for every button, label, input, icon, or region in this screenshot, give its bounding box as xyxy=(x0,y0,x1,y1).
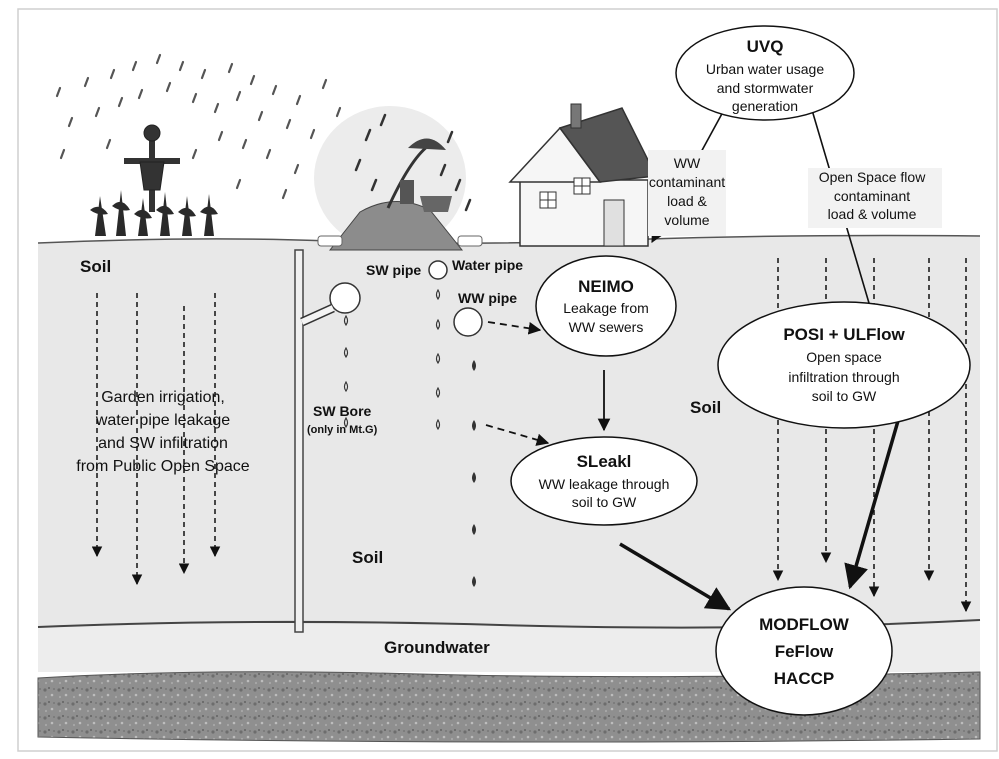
scarecrow-icon xyxy=(124,124,180,212)
sw-leak-drops xyxy=(343,314,349,429)
posi-desc-1: Open space xyxy=(806,349,882,365)
sleakl-title: SLeakl xyxy=(577,452,632,471)
open-flow-2: contaminant xyxy=(834,188,910,204)
ww-pipe-icon xyxy=(453,307,483,337)
infiltration-arrows-left xyxy=(91,293,221,586)
model-modflow: MODFLOW FeFlow HACCP xyxy=(715,586,893,716)
modflow-line-1: MODFLOW xyxy=(759,615,850,634)
neimo-desc-1: Leakage from xyxy=(563,300,649,316)
water-pipe-icon xyxy=(428,260,448,280)
arrow-drops-to-sleakl xyxy=(485,424,550,446)
water-leak-drops xyxy=(435,288,441,431)
neimo-title: NEIMO xyxy=(578,277,634,296)
open-flow-box xyxy=(808,168,942,228)
soil-label-right: Soil xyxy=(690,398,721,417)
open-flow-1: Open Space flow xyxy=(819,169,927,185)
ww-load-3: load & xyxy=(667,193,707,209)
groundwater-label: Groundwater xyxy=(384,638,490,657)
soil-label-left: Soil xyxy=(80,257,111,276)
garden-line-1: Garden irrigation, xyxy=(101,389,225,406)
ww-pipe-label: WW pipe xyxy=(458,290,517,306)
arrow-sleakl-to-modflow xyxy=(619,542,732,611)
model-posi: POSI + ULFlow Open space infiltration th… xyxy=(717,301,971,429)
open-flow-3: load & volume xyxy=(828,206,917,222)
sleakl-desc-1: WW leakage through xyxy=(539,476,670,492)
uvq-desc-1: Urban water usage xyxy=(706,61,825,77)
neimo-desc-2: WW sewers xyxy=(569,319,644,335)
arrow-ww-to-neimo xyxy=(487,321,542,335)
modflow-line-3: HACCP xyxy=(774,669,834,688)
posi-desc-2: infiltration through xyxy=(788,369,899,385)
arrow-posi-to-modflow xyxy=(844,413,902,590)
uvq-title: UVQ xyxy=(747,37,784,56)
garden-line-2: water pipe leakage xyxy=(95,412,230,429)
modflow-line-2: FeFlow xyxy=(775,642,834,661)
model-uvq: UVQ Urban water usage and stormwater gen… xyxy=(675,25,855,121)
sleakl-desc-2: soil to GW xyxy=(572,494,637,510)
ww-load-1: WW xyxy=(674,155,701,171)
sw-pipe-icon xyxy=(329,282,361,314)
ww-load-4: volume xyxy=(664,212,709,228)
garden-line-3: and SW infiltration xyxy=(98,435,228,452)
model-sleakl: SLeakl WW leakage through soil to GW xyxy=(510,436,698,526)
sw-pipe-connector-inner xyxy=(300,305,335,325)
sw-bore-label-2: (only in Mt.G) xyxy=(307,424,378,436)
uvq-desc-3: generation xyxy=(732,98,798,114)
posi-title: POSI + ULFlow xyxy=(783,325,905,344)
uvq-desc-2: and stormwater xyxy=(717,80,814,96)
ww-load-box xyxy=(648,150,726,236)
water-pipe-label: Water pipe xyxy=(452,257,523,273)
sw-bore-label-1: SW Bore xyxy=(313,403,372,419)
storm-figure-icon xyxy=(317,138,483,251)
house-icon xyxy=(508,103,658,247)
plants-icon xyxy=(90,190,218,236)
garden-line-4: from Public Open Space xyxy=(76,458,250,475)
sw-bore-pipe xyxy=(294,249,304,633)
garden-irrigation-label: Garden irrigation, water pipe leakage an… xyxy=(76,389,250,475)
storm-rain-icon xyxy=(354,113,472,212)
ww-leak-drops xyxy=(472,360,476,587)
ww-load-2: contaminant xyxy=(649,174,725,190)
soil-label-mid: Soil xyxy=(352,548,383,567)
model-neimo: NEIMO Leakage from WW sewers xyxy=(535,255,677,357)
posi-desc-3: soil to GW xyxy=(812,388,877,404)
sw-pipe-label: SW pipe xyxy=(366,262,421,278)
